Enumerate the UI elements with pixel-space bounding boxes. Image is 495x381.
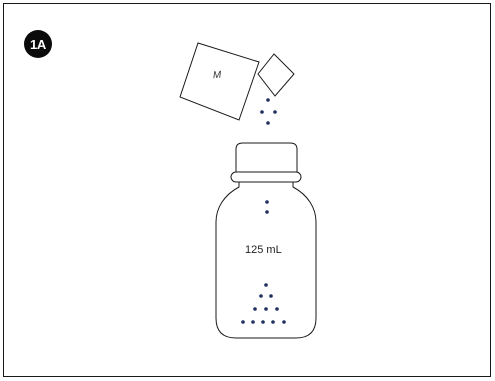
sachet-label: M — [213, 70, 222, 82]
sachet-body — [180, 43, 259, 120]
sachet-torn-strip — [258, 54, 294, 96]
bottle-body — [216, 182, 316, 338]
bottle-volume-label: 125 mL — [245, 244, 282, 256]
step-badge: 1A — [24, 30, 52, 58]
bottle-cap — [236, 143, 297, 172]
bottle-neck-ring — [231, 172, 301, 182]
falling-powder — [260, 98, 277, 125]
